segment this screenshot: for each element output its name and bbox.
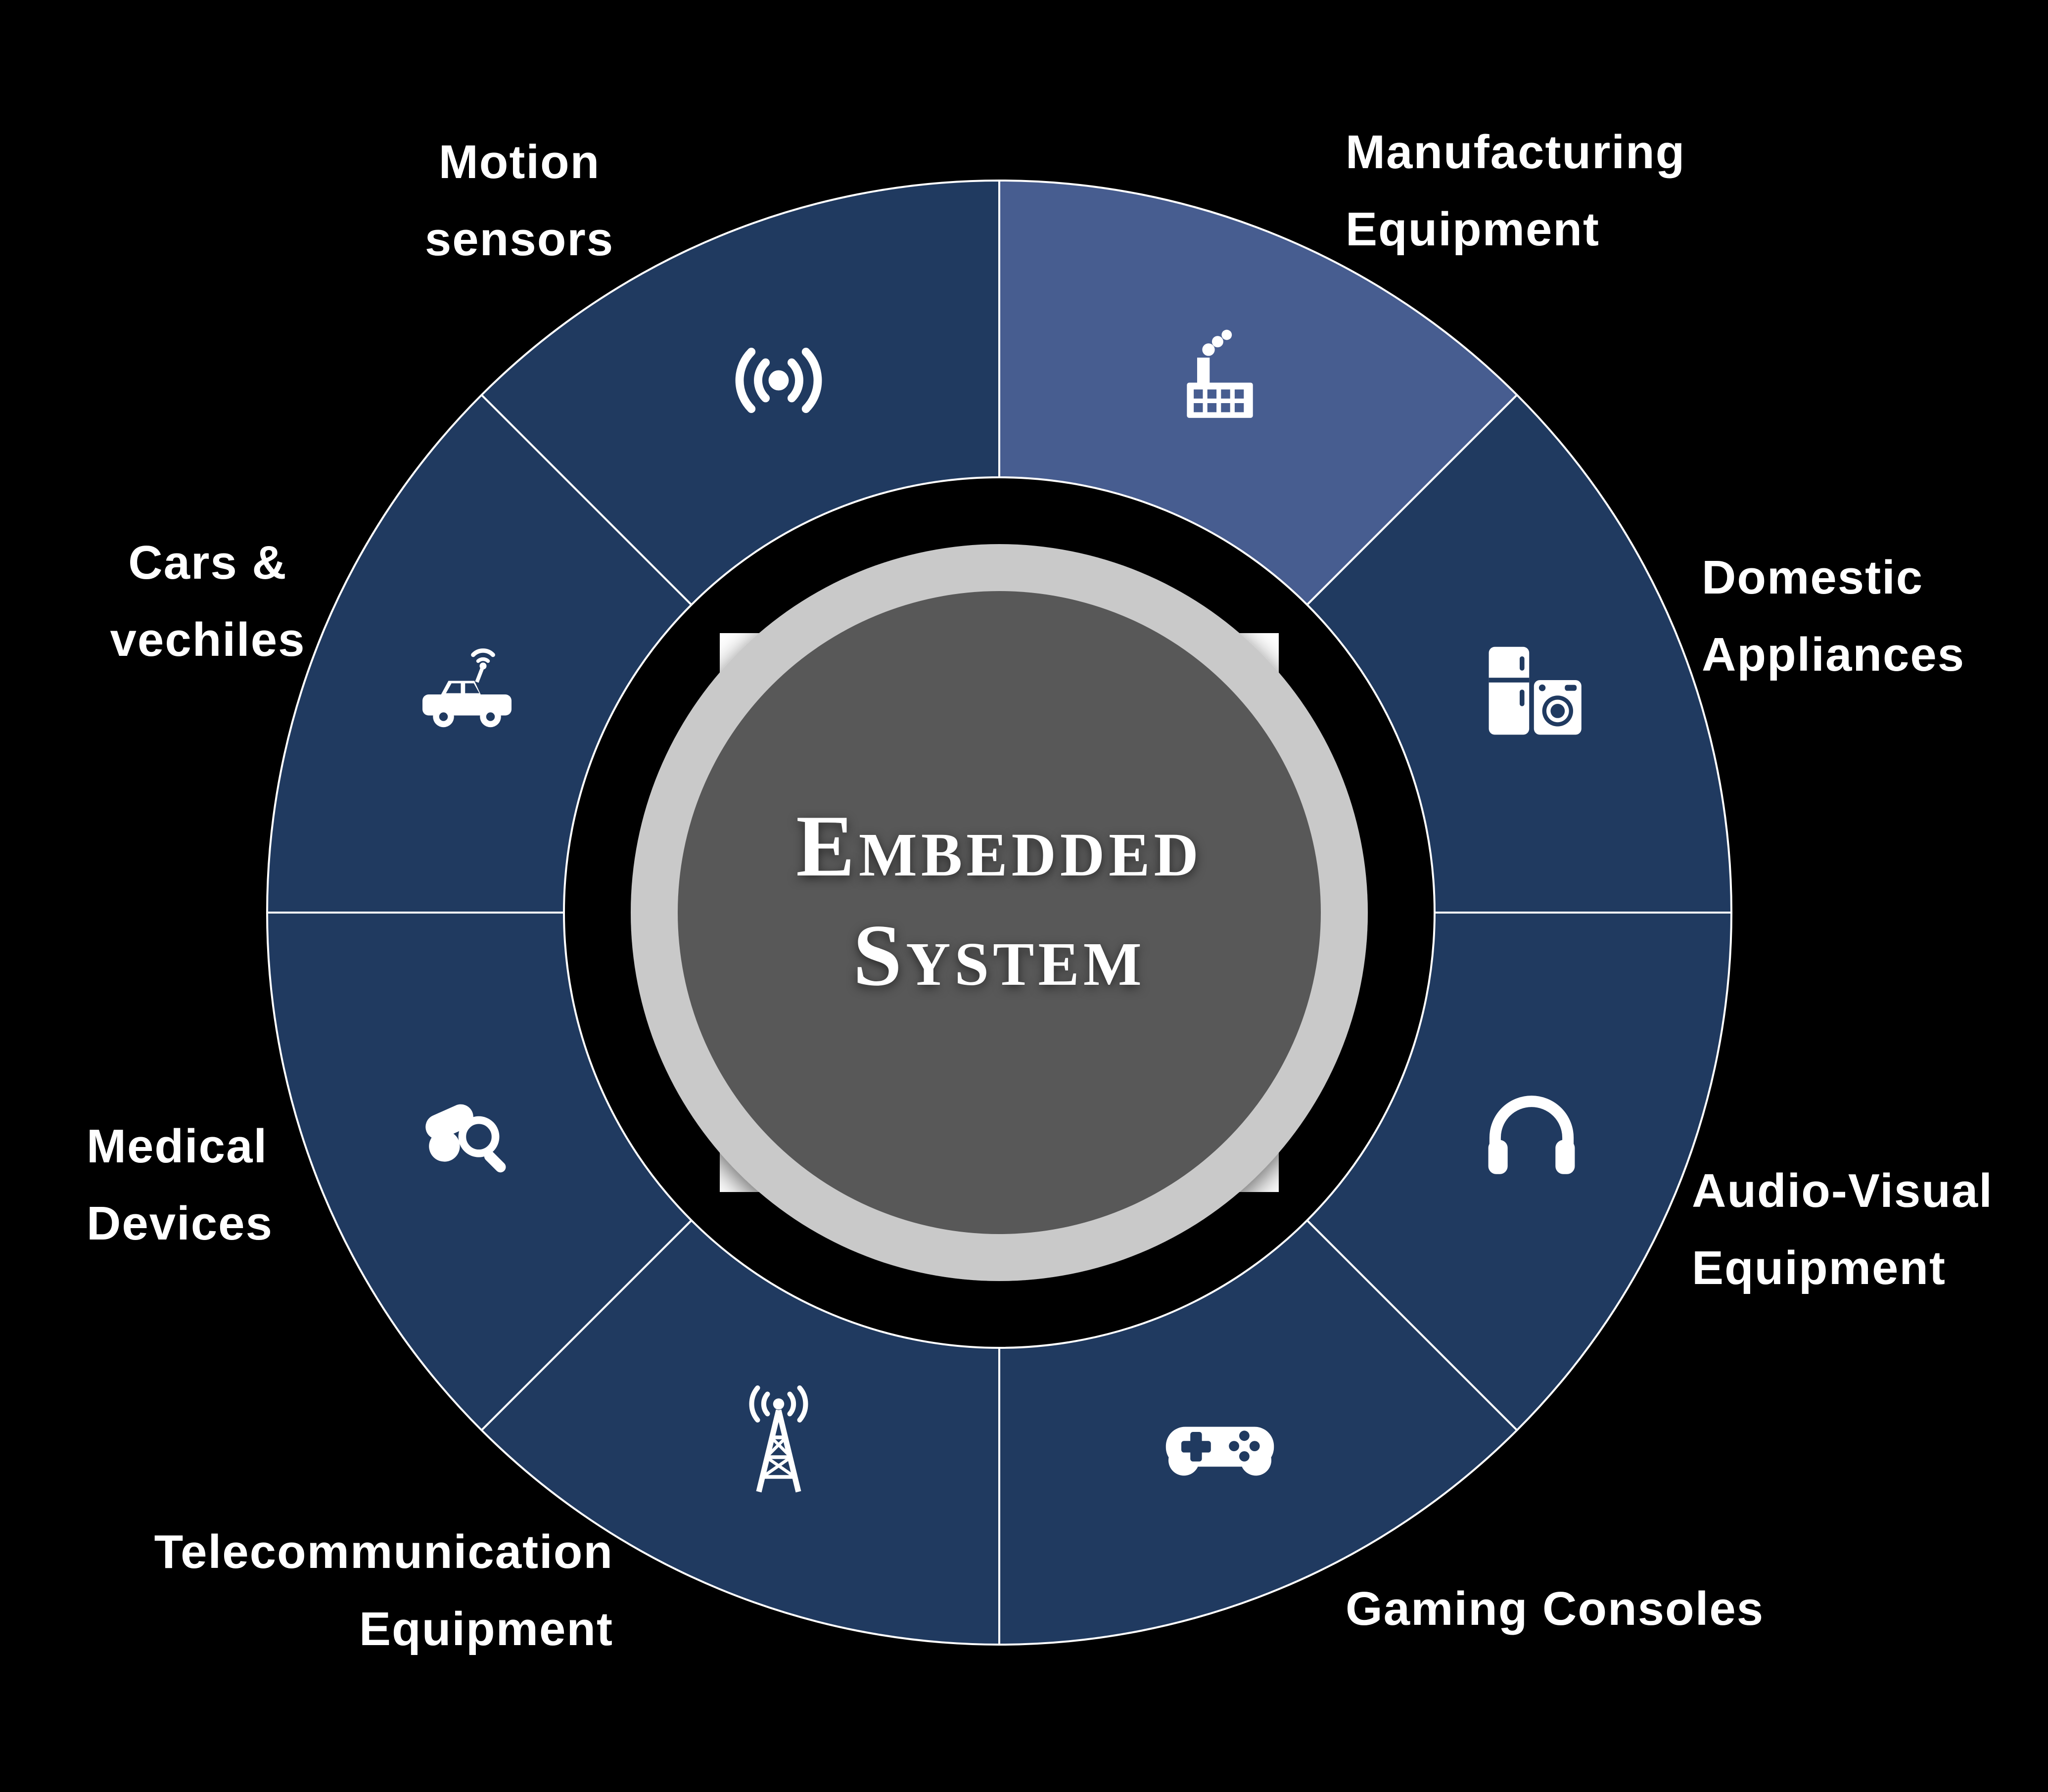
label-line: Equipment (1692, 1241, 1946, 1294)
label-line: Gaming Consoles (1346, 1582, 1765, 1635)
center-disc (678, 591, 1321, 1234)
label-line: Telecommunication (154, 1525, 613, 1578)
label-cars-vehicles: Cars & vechiles (69, 524, 346, 678)
label-medical-devices: Medical Devices (87, 1108, 383, 1262)
label-line: Manufacturing (1346, 126, 1686, 179)
radio-tower-icon (749, 1385, 808, 1493)
wireless-signal-icon (735, 348, 822, 413)
headphones-icon (1488, 1096, 1575, 1174)
label-domestic-appliances: Domestic Appliances (1702, 539, 2038, 693)
label-line: Medical (87, 1120, 268, 1173)
medical-search-icon (425, 1104, 506, 1173)
label-line: vechiles (110, 613, 306, 666)
segment-telecommunication-equipment (480, 1219, 1000, 1646)
label-telecommunication-equipment: Telecommunication Equipment (59, 1514, 613, 1667)
label-line: Appliances (1702, 628, 1965, 681)
label-manufacturing-equipment: Manufacturing Equipment (1346, 114, 1989, 268)
label-line: sensors (424, 212, 614, 266)
label-line: Audio-Visual (1692, 1164, 1993, 1217)
label-motion-sensors: Motion sensors (326, 124, 712, 277)
segment-manufacturing-equipment (998, 180, 1518, 606)
center-title-line2: System (853, 906, 1146, 1004)
appliances-icon (1489, 646, 1582, 735)
segment-medical-devices (266, 912, 693, 1431)
label-line: Motion (438, 136, 601, 188)
segment-cars-vehicles (266, 394, 693, 914)
gamepad-icon (1165, 1426, 1274, 1476)
segment-audio-visual-equipment (1306, 912, 1732, 1431)
label-line: Cars & (128, 536, 287, 589)
factory-icon (1187, 329, 1253, 418)
label-audio-visual-equipment: Audio-Visual Equipment (1692, 1152, 2048, 1306)
center-title-line1: Embedded (796, 797, 1203, 895)
label-line: Equipment (1346, 202, 1600, 256)
label-gaming-consoles: Gaming Consoles (1346, 1570, 1890, 1648)
label-line: Equipment (359, 1602, 613, 1655)
car-icon (422, 648, 512, 728)
center-title: Embedded System (702, 791, 1296, 1010)
label-line: Devices (87, 1196, 273, 1250)
label-line: Domestic (1702, 551, 1924, 604)
